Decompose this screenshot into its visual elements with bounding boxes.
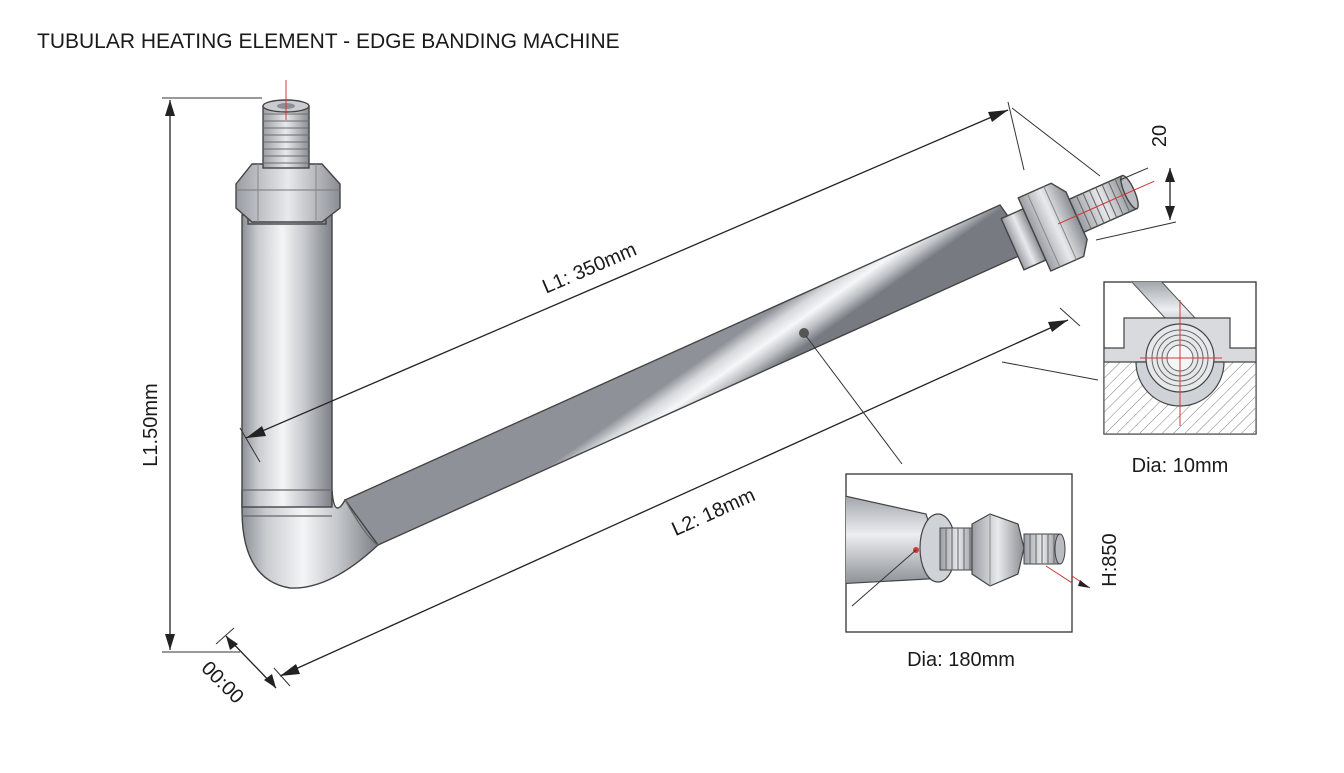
lower-length-label: L2: 18mm xyxy=(668,484,758,541)
leader-to-section-detail xyxy=(1001,361,1099,381)
terminal-detail-view xyxy=(845,473,1091,633)
dimension-lower xyxy=(273,307,1081,687)
detail-height-label: H:850 xyxy=(1099,533,1121,586)
right-terminal-fitting xyxy=(1000,174,1155,272)
thread-size-label: 20 xyxy=(1149,125,1171,147)
dimension-thread xyxy=(1095,167,1177,241)
heating-tube xyxy=(241,204,1034,589)
dimension-upper xyxy=(239,101,1101,463)
section-caption: Dia: 10mm xyxy=(1132,455,1229,477)
measurement-point xyxy=(799,328,809,338)
vertical-length-label: L1.50mm xyxy=(140,383,162,466)
dimension-vertical xyxy=(162,97,262,653)
drawing-title: TUBULAR HEATING ELEMENT - EDGE BANDING M… xyxy=(37,30,620,53)
leader-to-terminal-detail xyxy=(805,335,903,465)
top-terminal-fitting xyxy=(235,80,341,225)
corner-offset-label: 00:00 xyxy=(197,657,248,708)
terminal-caption: Dia: 180mm xyxy=(907,649,1015,671)
dimension-corner xyxy=(215,627,277,689)
section-detail-view xyxy=(1103,281,1257,435)
